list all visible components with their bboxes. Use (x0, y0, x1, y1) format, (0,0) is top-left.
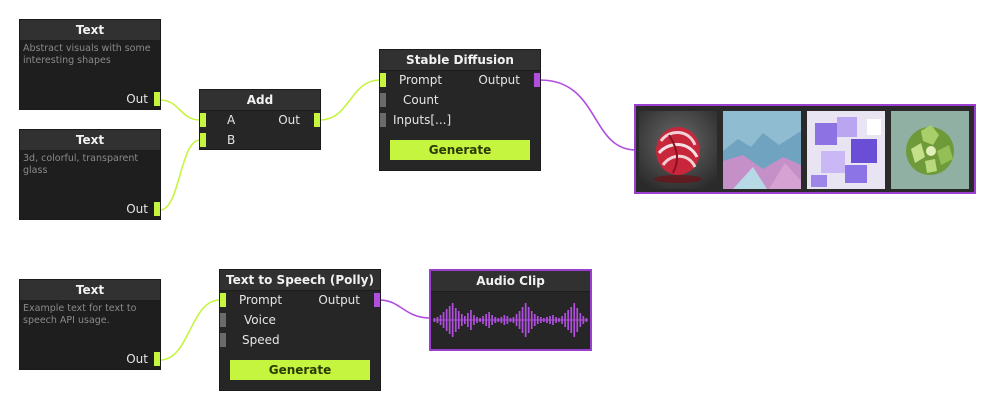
stable-diffusion-node[interactable]: Stable Diffusion Prompt Count Inputs[...… (379, 49, 541, 171)
output-label: Out (278, 113, 300, 127)
node-title: Audio Clip (431, 271, 590, 292)
output-label: Output (318, 293, 360, 307)
text-content-field[interactable]: 3d, colorful, transparent glass (20, 151, 160, 219)
output-row: Output (460, 70, 540, 90)
node-title: Text (20, 20, 160, 41)
audio-waveform[interactable] (433, 295, 588, 345)
input-row-a: A (200, 110, 260, 130)
node-title: Stable Diffusion (380, 50, 540, 71)
text-to-speech-node[interactable]: Text to Speech (Polly) Prompt Voice Spee… (219, 269, 381, 391)
output-port[interactable] (154, 92, 160, 106)
wire-text3-to-tts (159, 299, 221, 361)
gallery-image-purple-cubes[interactable] (807, 111, 885, 189)
input-row-speed: Speed (220, 330, 300, 350)
generate-button[interactable]: Generate (230, 360, 370, 380)
input-row-b: B (200, 130, 260, 150)
output-port[interactable] (314, 113, 320, 127)
input-row-count: Count (380, 90, 460, 110)
output-port[interactable] (534, 73, 540, 87)
node-title: Add (200, 90, 320, 111)
gallery-image-blue-landscape[interactable] (723, 111, 801, 189)
text-node-3[interactable]: Text Example text for text to speech API… (19, 279, 161, 370)
output-label: Out (126, 92, 148, 106)
wire-text2-to-add-b (159, 139, 201, 211)
prompt-input-port[interactable] (380, 73, 386, 87)
voice-label: Voice (244, 313, 276, 327)
prompt-label: Prompt (239, 293, 283, 307)
gallery-image-red-swirl[interactable] (639, 111, 717, 189)
output-port[interactable] (374, 293, 380, 307)
input-row-prompt: Prompt (220, 290, 300, 310)
input-row-inputs: Inputs[...] (380, 110, 460, 130)
input-label-a: A (227, 113, 236, 127)
output-row: Output (300, 290, 380, 310)
input-row-voice: Voice (220, 310, 300, 330)
output-row: Out (20, 349, 160, 369)
text-node-2[interactable]: Text 3d, colorful, transparent glass Out (19, 129, 161, 220)
output-label: Out (126, 352, 148, 366)
output-port[interactable] (154, 352, 160, 366)
generate-button[interactable]: Generate (390, 140, 530, 160)
output-row: Out (20, 89, 160, 109)
speed-input-port[interactable] (220, 333, 226, 347)
voice-input-port[interactable] (220, 313, 226, 327)
output-port[interactable] (154, 202, 160, 216)
node-title: Text to Speech (Polly) (220, 270, 380, 291)
text-content-field[interactable]: Abstract visuals with some interesting s… (20, 41, 160, 109)
audio-clip-node[interactable]: Audio Clip (429, 269, 592, 351)
count-input-port[interactable] (380, 93, 386, 107)
waveform-baseline (433, 319, 588, 321)
output-row: Out (260, 110, 320, 130)
add-node[interactable]: Add A B Out (199, 89, 321, 150)
input-port-a[interactable] (200, 113, 206, 127)
input-port-b[interactable] (200, 133, 206, 147)
text-node-1[interactable]: Text Abstract visuals with some interest… (19, 19, 161, 110)
output-row: Out (20, 199, 160, 219)
prompt-label: Prompt (399, 73, 443, 87)
speed-label: Speed (242, 333, 280, 347)
inputs-input-port[interactable] (380, 113, 386, 127)
wire-add-to-sd-prompt (319, 79, 381, 121)
gallery-image-green-crystals[interactable] (891, 111, 969, 189)
output-label: Out (126, 202, 148, 216)
wire-text1-to-add-a (159, 99, 201, 121)
input-label-b: B (227, 133, 236, 147)
text-content-field[interactable]: Example text for text to speech API usag… (20, 301, 160, 369)
count-label: Count (403, 93, 439, 107)
prompt-input-port[interactable] (220, 293, 226, 307)
node-title: Text (20, 280, 160, 301)
input-row-prompt: Prompt (380, 70, 460, 90)
output-label: Output (478, 73, 520, 87)
wire-tts-to-audio (379, 299, 431, 319)
image-gallery (634, 104, 976, 194)
inputs-label: Inputs[...] (393, 113, 452, 127)
wire-sd-to-gallery (539, 79, 637, 151)
node-title: Text (20, 130, 160, 151)
